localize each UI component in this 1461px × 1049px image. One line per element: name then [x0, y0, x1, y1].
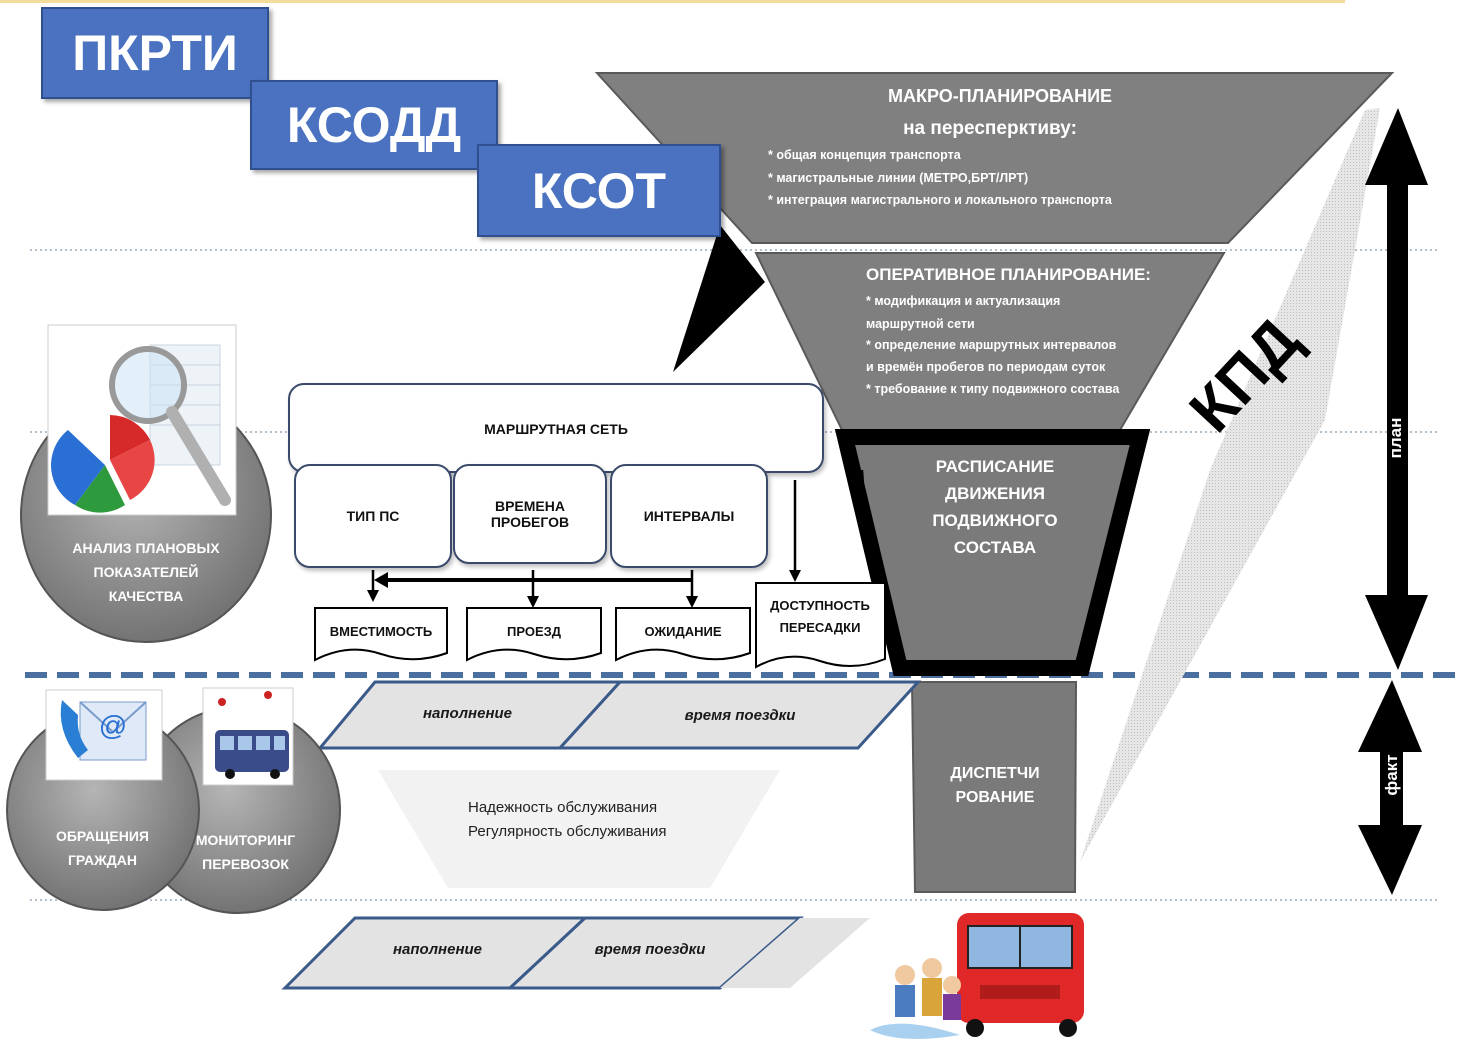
tag-ksot: КСОТ — [477, 144, 721, 237]
red-bus-image — [870, 913, 1084, 1039]
para-bottom-time: время поездки — [594, 941, 706, 958]
reliability-trapezoid — [378, 770, 780, 888]
phone-email-icon: @ — [45, 689, 163, 781]
dispatch-label: ДИСПЕТЧИ РОВАНИЕ — [950, 765, 1040, 806]
doc-fare: ПРОЕЗД — [506, 623, 562, 639]
analysis-chart-icon — [47, 324, 237, 516]
tag-pkrti: ПКРТИ — [41, 7, 269, 99]
doc-accessibility: ДОСТУПНОСТЬ ПЕРЕСАДКИ — [770, 598, 870, 635]
macro-item: * общая концепция транспорта — [768, 148, 961, 162]
operative-item: * определение маршрутных интервалов — [866, 338, 1117, 352]
operative-item: * модификация и актуализация — [866, 294, 1061, 308]
route-network-box: МАРШРУТНАЯ СЕТЬ — [288, 383, 824, 473]
analysis-label: АНАЛИЗ ПЛАНОВЫХ ПОКАЗАТЕЛЕЙ КАЧЕСТВА — [72, 540, 220, 604]
top-strip — [0, 0, 1345, 3]
kpd-wedge — [1080, 108, 1380, 862]
plan-label: план — [1386, 417, 1405, 459]
macro-subtitle: на пересперктиву: — [903, 118, 1077, 139]
para-top-time: время поездки — [684, 707, 796, 724]
big-arrow — [673, 225, 765, 372]
operative-item: * требование к типу подвижного состава — [866, 382, 1120, 396]
intervals-box: ИНТЕРВАЛЫ — [610, 464, 768, 568]
operative-item: маршрутной сети — [866, 317, 975, 331]
fact-label: факт — [1382, 754, 1401, 796]
macro-item: * магистральные линии (МЕТРО,БРТ/ЛРТ) — [768, 171, 1029, 185]
reliability-text: Надежность обслуживания Регулярность обс… — [468, 799, 667, 840]
para-top-fill: наполнение — [422, 705, 513, 722]
plan-arrow — [1365, 108, 1428, 670]
funnel-dispatch — [910, 681, 1078, 893]
svg-text:@: @ — [99, 710, 127, 741]
macro-title: МАКРО-ПЛАНИРОВАНИЕ — [887, 86, 1113, 106]
schedule-label: РАСПИСАНИЕ ДВИЖЕНИЯ ПОДВИЖНОГО СОСТАВА — [932, 457, 1058, 557]
operative-title: ОПЕРАТИВНОЕ ПЛАНИРОВАНИЕ: — [866, 265, 1151, 284]
para-top-2 — [556, 680, 922, 750]
fact-arrow — [1358, 680, 1422, 895]
bus-monitoring-icon — [202, 687, 294, 786]
appeals-label: ОБРАЩЕНИЯ ГРАЖДАН — [55, 828, 149, 868]
macro-item: * интеграция магистрального и локального… — [768, 193, 1112, 207]
tag-ksodd: КСОДД — [250, 80, 498, 170]
ps-type-box: ТИП ПС — [294, 464, 452, 568]
monitoring-label: МОНИТОРИНГ ПЕРЕВОЗОК — [195, 832, 296, 872]
doc-waiting: ОЖИДАНИЕ — [644, 623, 722, 639]
operative-item: и времён пробегов по периодам суток — [866, 360, 1106, 374]
run-times-box: ВРЕМЕНА ПРОБЕГОВ — [453, 464, 607, 564]
doc-capacity: ВМЕСТИМОСТЬ — [329, 623, 433, 639]
para-bottom-fill: наполнение — [392, 941, 483, 958]
